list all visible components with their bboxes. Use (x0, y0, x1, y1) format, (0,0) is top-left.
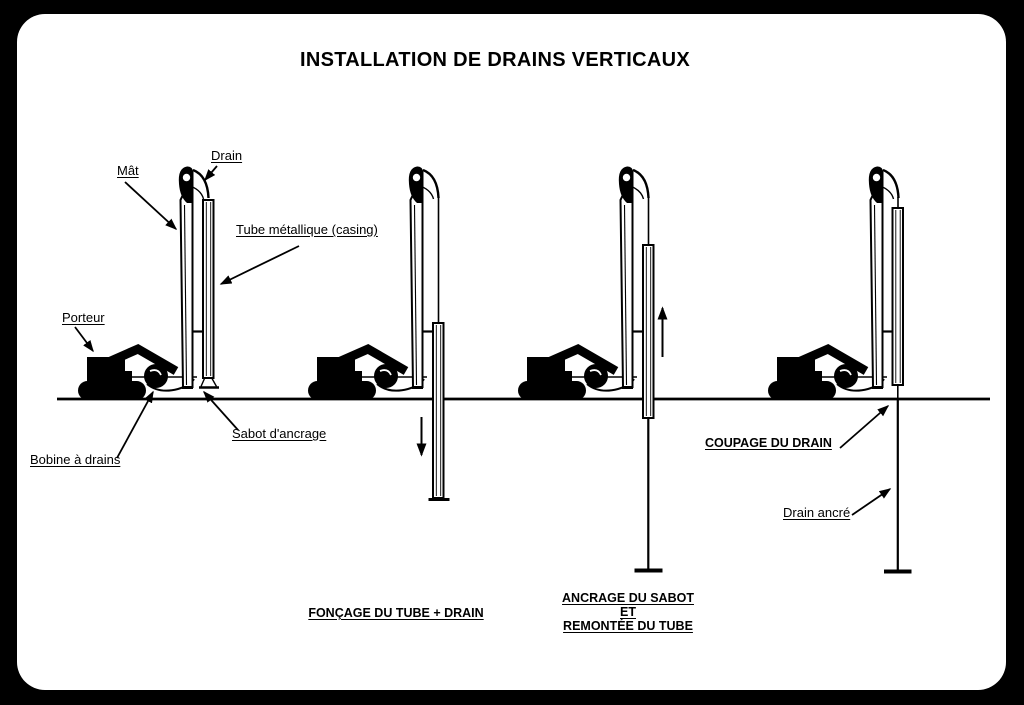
casing-tube-4 (891, 207, 904, 386)
label-coupage-du-drain: COUPAGE DU DRAIN (705, 436, 832, 450)
carrier-rig-stage-1 (78, 166, 209, 400)
caption-ancrage-line2: ET (620, 604, 636, 619)
tube-leader-arrow (219, 245, 300, 285)
stage-4-elements (884, 197, 912, 574)
carrier-rig-stage-3 (518, 166, 649, 400)
casing-tube-2 (432, 322, 445, 499)
label-drain: Drain (211, 148, 243, 163)
drain-ancre-leader-arrow (851, 488, 892, 516)
label-sabot-ancrage: Sabot d'ancrage (232, 426, 327, 441)
sabot-leader-arrow (203, 390, 239, 431)
caption-foncage: FONÇAGE DU TUBE + DRAIN (308, 606, 484, 620)
caption-ancrage: ANCRAGE DU SABOT ET REMONTÉE DU TUBE (562, 591, 694, 633)
coupage-leader-arrow (839, 405, 890, 449)
caption-ancrage-line3: REMONTÉE DU TUBE (563, 618, 693, 633)
anchor-shoe-flare-left (200, 378, 206, 387)
page-title: INSTALLATION DE DRAINS VERTICAUX (300, 49, 690, 71)
label-drain-ancre: Drain ancré (783, 505, 851, 520)
porteur-leader-arrow (74, 326, 94, 353)
mat-leader-arrow (124, 181, 178, 230)
label-tube-metallique: Tube métallique (casing) (236, 222, 378, 237)
carrier-rig-stage-2 (308, 166, 439, 400)
carrier-rig-stage-4 (768, 166, 899, 400)
stage-1-elements (199, 199, 219, 389)
casing-tube-3 (642, 244, 655, 419)
caption-ancrage-line1: ANCRAGE DU SABOT (562, 591, 694, 605)
label-mat: Mât (117, 163, 139, 178)
label-bobine-a-drains: Bobine à drains (30, 452, 121, 467)
casing-tube-1 (202, 199, 215, 379)
label-arrows (74, 165, 892, 516)
bobine-leader-arrow (116, 390, 154, 459)
stage-2-elements (416, 197, 450, 501)
anchor-shoe-flare-right (211, 378, 218, 387)
stage-3-elements (634, 197, 668, 573)
label-porteur: Porteur (62, 310, 105, 325)
drain-leader-arrow (204, 165, 218, 182)
